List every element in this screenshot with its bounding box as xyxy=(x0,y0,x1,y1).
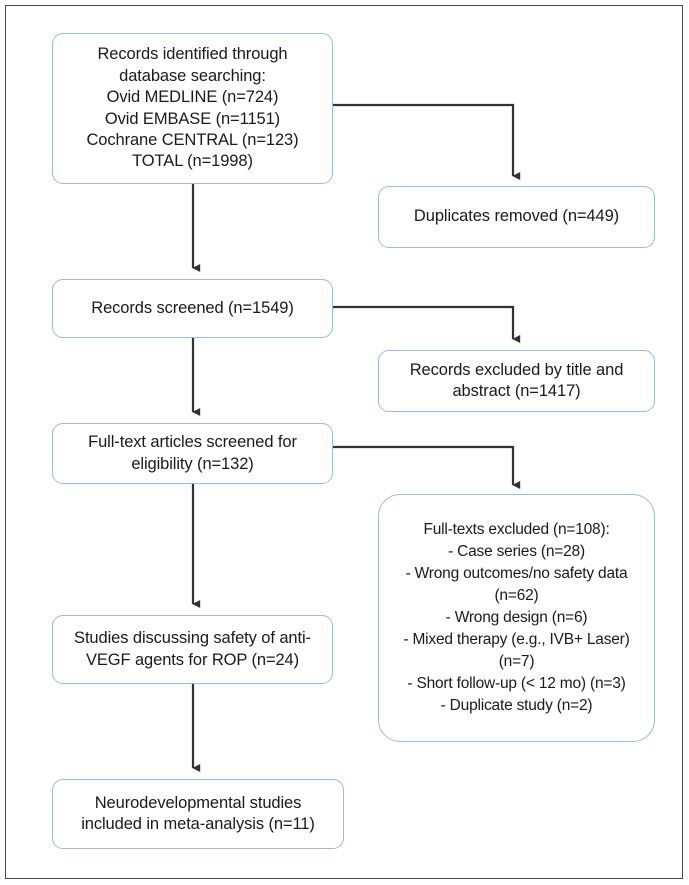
node-line: Cochrane CENTRAL (n=123) xyxy=(86,130,299,149)
node-records-excluded: Records excluded by title and abstract (… xyxy=(378,350,655,412)
node-line: TOTAL (n=1998) xyxy=(132,152,253,171)
node-line: Records excluded by title and xyxy=(409,360,624,379)
node-fulltext-excluded: Full-texts excluded (n=108): - Case seri… xyxy=(378,494,655,742)
edge-records-screened-to-excluded xyxy=(333,305,521,344)
node-line: - Case series (n=28) xyxy=(448,543,585,560)
node-meta-analysis: Neurodevelopmental studies included in m… xyxy=(52,779,344,849)
node-records-screened: Records screened (n=1549) xyxy=(52,279,333,338)
edge-identification-to-duplicates xyxy=(333,103,521,181)
node-line: - Wrong design (n=6) xyxy=(445,609,588,626)
node-line: (n=62) xyxy=(494,587,539,604)
node-line: included in meta-analysis (n=11) xyxy=(81,815,315,833)
node-line: - Duplicate study (n=2) xyxy=(440,697,593,714)
node-line: Neurodevelopmental studies xyxy=(94,793,302,812)
node-line: - Wrong outcomes/no safety data xyxy=(405,565,628,582)
edge-fulltext-to-fulltext-excluded xyxy=(333,445,521,490)
node-line: Ovid MEDLINE (n=724) xyxy=(106,88,279,107)
node-line: Studies discussing safety of anti- xyxy=(74,629,311,648)
node-line: VEGF agents for ROP (n=24) xyxy=(85,650,300,669)
node-studies-included: Studies discussing safety of anti- VEGF … xyxy=(52,615,333,684)
node-records-identified: Records identified through database sear… xyxy=(52,33,333,184)
node-line: Full-texts excluded (n=108): xyxy=(423,521,610,538)
node-fulltext-screened: Full-text articles screened for eligibil… xyxy=(52,423,333,484)
node-duplicates-removed: Duplicates removed (n=449) xyxy=(378,186,655,248)
node-line: database searching: xyxy=(119,66,266,85)
node-line: abstract (n=1417) xyxy=(452,382,581,400)
node-line: Full-text articles screened for xyxy=(88,433,297,452)
node-line: - Short follow-up (< 12 mo) (n=3) xyxy=(407,675,626,692)
node-line: Records screened (n=1549) xyxy=(91,298,294,317)
node-line: - Mixed therapy (e.g., IVB+ Laser) xyxy=(403,631,630,648)
node-line: Records identified through xyxy=(97,45,288,64)
node-line: eligibility (n=132) xyxy=(131,454,254,473)
node-line: Duplicates removed (n=449) xyxy=(413,207,620,226)
node-line: (n=7) xyxy=(498,653,535,670)
node-line: Ovid EMBASE (n=1151) xyxy=(104,109,281,128)
